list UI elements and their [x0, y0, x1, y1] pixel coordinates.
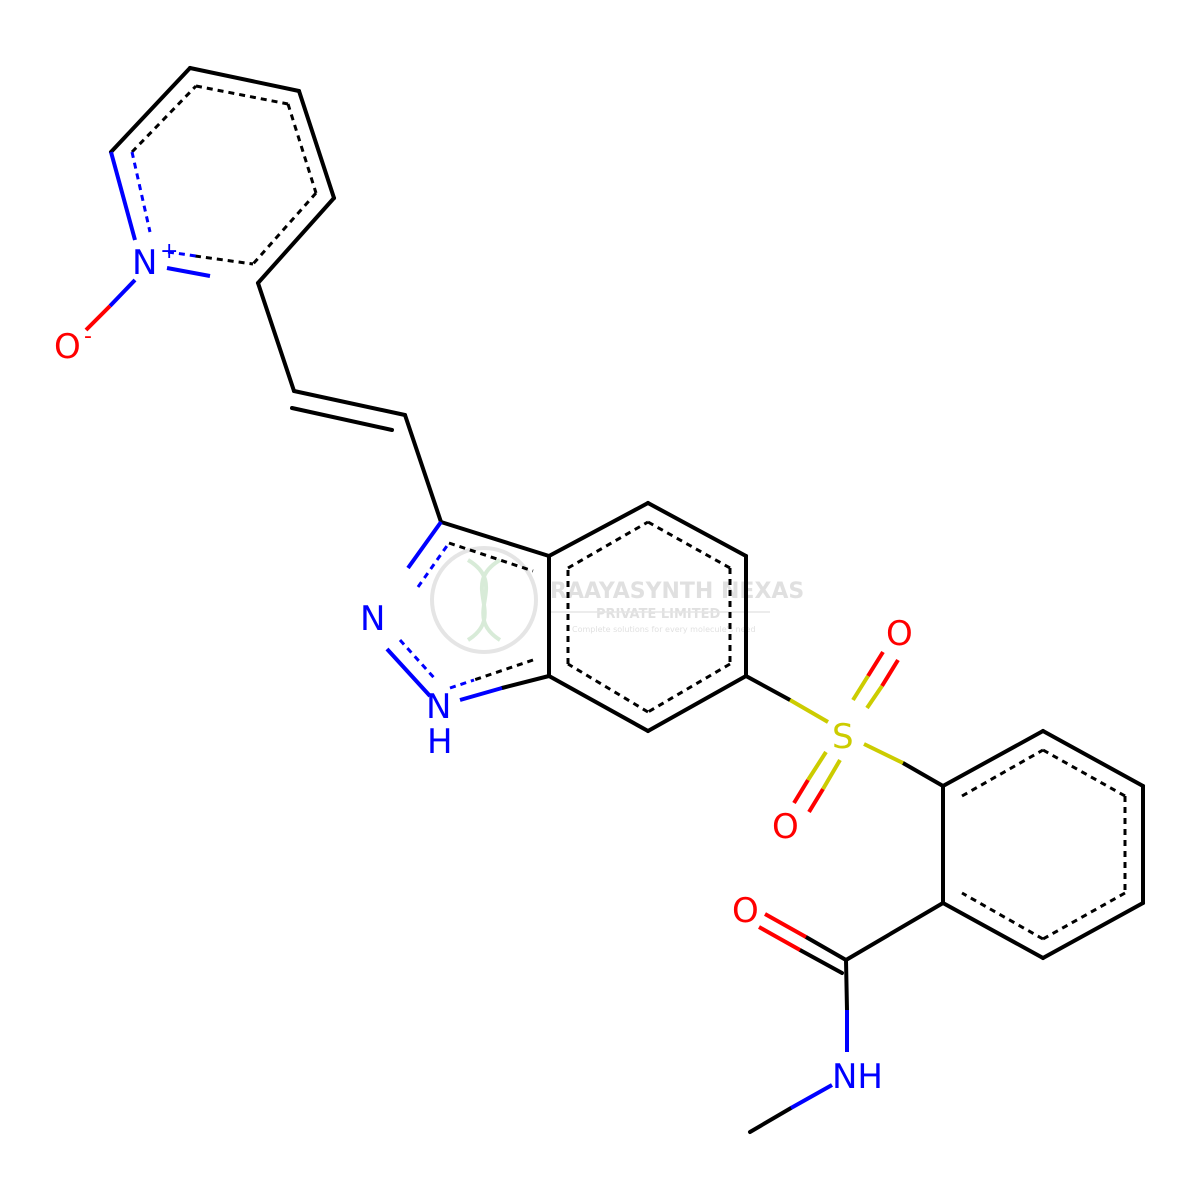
bond: [84, 304, 112, 332]
bond: [286, 103, 318, 194]
atom-labels: N + O - N N H S O O O NH: [54, 239, 913, 1097]
bond: [901, 761, 945, 788]
bond: [108, 278, 137, 308]
bond: [547, 501, 650, 558]
bond: [865, 684, 884, 710]
bond: [398, 638, 438, 682]
bond: [567, 662, 649, 714]
atom-o-sulfonyl-bottom: O: [772, 807, 799, 847]
bond: [194, 254, 254, 266]
nitrogen-bonds: [108, 151, 503, 702]
atom-n-pyrazole: N: [360, 599, 385, 639]
bond: [804, 935, 848, 962]
bond: [195, 84, 289, 106]
atom-o-oxide-charge: -: [84, 324, 92, 349]
atom-nh-amide: NH: [832, 1057, 883, 1097]
bond: [851, 674, 870, 702]
bond: [256, 196, 336, 285]
bond: [109, 151, 137, 241]
sulfur-bonds: [788, 674, 904, 791]
bond: [290, 406, 394, 432]
bond: [439, 520, 551, 558]
bond: [863, 742, 904, 765]
atom-sulfur: S: [832, 717, 854, 757]
atom-n-oxide: N: [132, 243, 157, 283]
bond: [788, 698, 830, 724]
bond: [406, 520, 443, 570]
watermark-tagline: Complete solutions for every molecule's …: [572, 625, 756, 634]
bond: [292, 389, 407, 417]
watermark-logo-icon: [430, 546, 538, 654]
bond: [748, 1106, 793, 1134]
bond: [166, 266, 211, 278]
bond: [1042, 891, 1126, 941]
atom-o-amide: O: [732, 891, 759, 931]
bond: [1041, 901, 1145, 960]
watermark-subtitle: PRIVATE LIMITED: [596, 607, 721, 622]
bond: [806, 750, 828, 782]
aromatic-inner-bonds: [130, 84, 1127, 941]
bond: [961, 891, 1044, 941]
oxygen-bonds: [84, 304, 900, 952]
bond: [764, 912, 807, 939]
bond: [941, 729, 1045, 788]
bond: [844, 958, 849, 1012]
atom-nh-pyrazole-n: N: [426, 687, 451, 727]
bond: [547, 674, 650, 733]
bond: [844, 901, 945, 962]
bond: [821, 758, 842, 791]
bond: [109, 66, 192, 154]
bond: [256, 281, 296, 393]
bond: [130, 84, 198, 154]
bond: [473, 658, 534, 682]
bond: [941, 901, 1045, 960]
bond: [167, 250, 197, 258]
watermark: RAAYASYNTH NEXAS PRIVATE LIMITED Complet…: [430, 546, 804, 654]
bond: [251, 192, 318, 265]
bond: [1042, 748, 1126, 798]
bond: [792, 778, 810, 805]
bond: [758, 925, 801, 952]
bond: [448, 541, 534, 573]
bond: [567, 520, 649, 570]
bond: [385, 647, 432, 698]
atom-nh-pyrazole-h: H: [427, 722, 453, 762]
bond: [646, 501, 748, 558]
bond: [297, 89, 336, 200]
bond: [449, 678, 475, 690]
bond: [416, 542, 451, 588]
bond: [880, 658, 900, 688]
bond: [646, 674, 748, 733]
bond: [798, 948, 844, 975]
bond: [130, 151, 152, 233]
bond: [188, 66, 301, 93]
bond: [807, 787, 825, 814]
bond: [744, 674, 792, 702]
carbon-bonds: [109, 66, 1145, 1134]
watermark-dna-icon: [466, 558, 502, 642]
amide-nitrogen-bonds: [790, 1010, 849, 1110]
bond: [459, 686, 503, 702]
atom-n-oxide-charge: +: [160, 239, 178, 264]
bond: [403, 413, 443, 524]
bond: [790, 1083, 833, 1110]
bond: [961, 748, 1044, 798]
atom-o-sulfonyl-top: O: [886, 614, 913, 654]
bond: [647, 520, 731, 570]
watermark-company: RAAYASYNTH NEXAS: [550, 579, 804, 604]
bond: [866, 650, 885, 678]
bond: [647, 662, 731, 714]
nitrogen-dashed-bonds: [130, 151, 475, 690]
bond: [500, 674, 551, 690]
atom-o-oxide: O: [54, 327, 81, 367]
bond: [1041, 729, 1145, 788]
